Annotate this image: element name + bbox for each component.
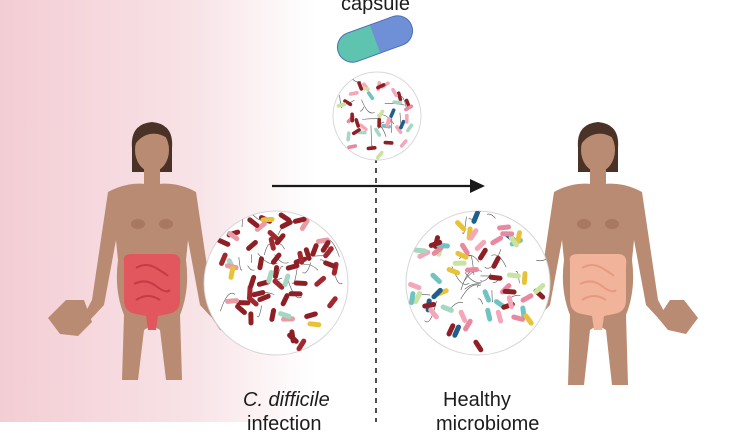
bacterium (260, 217, 274, 223)
bacterium (465, 267, 479, 273)
bacterium (294, 280, 308, 286)
bacterium (350, 112, 354, 122)
infection-label-line1: C. difficile (243, 388, 330, 412)
bacterium (377, 118, 381, 128)
bacterium (500, 231, 514, 236)
healthy-label-line1: Healthy (443, 388, 511, 412)
bacterium (289, 291, 303, 296)
bacterium (453, 261, 467, 266)
capsule-label: capsule (341, 0, 410, 16)
bacteria-circle-icon (204, 211, 348, 355)
bacterium (522, 271, 528, 285)
bacterium (405, 114, 409, 124)
fmt-diagram (0, 0, 750, 422)
infection-label-line2: infection (247, 412, 322, 436)
bacterium (502, 289, 516, 295)
bacteria-circle-icon (333, 72, 421, 160)
bacterium (248, 311, 253, 325)
healthy-label-line2: microbiome (436, 412, 539, 436)
bacterium (383, 141, 393, 145)
